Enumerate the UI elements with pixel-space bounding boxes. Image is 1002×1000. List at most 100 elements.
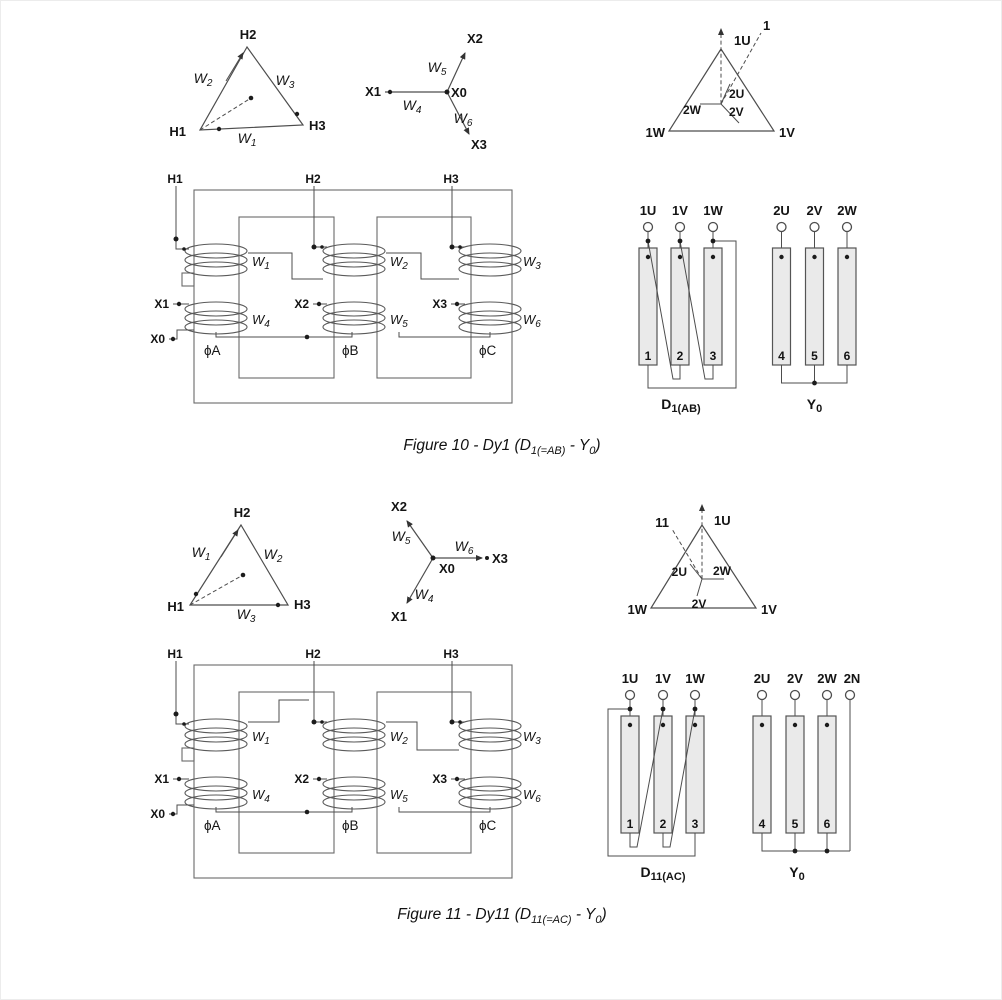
hv-delta-group [638, 221, 737, 389]
hv-delta-group [607, 689, 705, 857]
schematic-h1: H1 [167, 172, 183, 186]
clock-number: 1 [763, 18, 770, 33]
schematic-w3: W3 [523, 254, 541, 272]
schematic-w6: W6 [523, 787, 541, 805]
bar-number-3: 3 [692, 817, 699, 831]
fig11-winding-schematic: H1 H2 H3 X1 X2 X3 X0 W1 W2 W3 W4 W5 W6 ϕ… [150, 647, 541, 879]
bar-terminal-1w: 1W [703, 203, 723, 218]
bar-terminal-1v: 1V [672, 203, 688, 218]
vector-label-2v: 2V [729, 105, 744, 119]
schematic-w1: W1 [252, 729, 270, 747]
hv-group-label: D1(AB) [661, 396, 701, 415]
terminal-label-x2: X2 [467, 31, 483, 46]
winding-label-w3: W3 [276, 72, 295, 91]
bar-terminal-1u: 1U [640, 203, 657, 218]
winding-label-w2: W2 [264, 546, 283, 565]
fig11-delta-phasor: H2 H1 H3 W1 W2 W3 [167, 505, 311, 625]
vertex-label-h3: H3 [294, 597, 311, 612]
schematic-w5: W5 [390, 787, 408, 805]
bar-terminal-1w: 1W [685, 671, 705, 686]
vector-label-2u: 2U [729, 87, 744, 101]
bar-number-4: 4 [778, 349, 785, 363]
delta-triangle [188, 523, 290, 608]
terminal-label-x3: X3 [492, 551, 508, 566]
vector-label-2u: 2U [672, 565, 687, 579]
bar-number-5: 5 [811, 349, 818, 363]
bar-terminal-2u: 2U [754, 671, 771, 686]
phase-a-label: ϕA [204, 818, 221, 833]
schematic-x2: X2 [294, 297, 309, 311]
terminal-label-x0: X0 [451, 85, 467, 100]
schematic-x1: X1 [154, 297, 169, 311]
wye-branches [385, 52, 470, 135]
winding-label-w1: W1 [192, 544, 211, 563]
schematic-w1: W1 [252, 254, 270, 272]
delta-triangle [198, 45, 305, 132]
lv-group-label: Y0 [789, 864, 804, 883]
bar-number-6: 6 [844, 349, 851, 363]
schematic-x1: X1 [154, 772, 169, 786]
core-frame [181, 189, 513, 404]
winding-label-w6: W6 [455, 538, 474, 557]
bar-number-1: 1 [645, 349, 652, 363]
vector-label-1v: 1V [779, 125, 795, 140]
vector-label-2w: 2W [713, 564, 732, 578]
vertex-label-h3: H3 [309, 118, 326, 133]
connection-wires [169, 186, 491, 342]
bar-number-2: 2 [677, 349, 684, 363]
winding-label-w6: W6 [454, 110, 473, 129]
lv-group-label: Y0 [807, 396, 822, 415]
schematic-w5: W5 [390, 312, 408, 330]
winding-label-w5: W5 [392, 528, 411, 547]
bar-terminal-1u: 1U [622, 671, 639, 686]
vector-label-1u: 1U [734, 33, 751, 48]
terminal-label-x0: X0 [439, 561, 455, 576]
clock-number: 11 [655, 515, 669, 530]
schematic-w4: W4 [252, 787, 270, 805]
schematic-w2: W2 [390, 254, 408, 272]
secondary-coils [184, 301, 522, 335]
phase-b-label: ϕB [342, 818, 359, 833]
winding-label-w1: W1 [238, 130, 257, 149]
phase-c-label: ϕC [479, 818, 497, 833]
bar-terminal-2w: 2W [817, 671, 837, 686]
vector-label-1w: 1W [646, 125, 666, 140]
lv-star-group [752, 689, 856, 854]
bar-number-2: 2 [660, 817, 667, 831]
primary-coils [184, 718, 522, 752]
bar-terminal-2w: 2W [837, 203, 857, 218]
figure10-caption: Figure 10 - Dy1 (D1(=AB) - Y0) [403, 437, 601, 457]
vector-label-1u: 1U [714, 513, 731, 528]
fig10-vector-group: 1 1U 1W 1V 2U 2W 2V [646, 18, 796, 140]
bar-number-5: 5 [792, 817, 799, 831]
schematic-w2: W2 [390, 729, 408, 747]
schematic-x0: X0 [150, 332, 165, 346]
hv-group-label: D11(AC) [641, 864, 686, 883]
vector-triangle [667, 28, 776, 132]
schematic-x0: X0 [150, 807, 165, 821]
winding-label-w5: W5 [428, 59, 447, 78]
bar-terminal-2v: 2V [807, 203, 823, 218]
figure11-caption: Figure 11 - Dy11 (D11(=AC) - Y0) [397, 906, 607, 926]
schematic-h1: H1 [167, 647, 183, 661]
bar-number-4: 4 [759, 817, 766, 831]
terminal-label-x3: X3 [471, 137, 487, 152]
vertex-label-h2: H2 [240, 27, 257, 42]
terminal-label-x2: X2 [391, 499, 407, 514]
vector-label-2w: 2W [683, 103, 702, 117]
schematic-w3: W3 [523, 729, 541, 747]
vector-label-1v: 1V [761, 602, 777, 617]
fig10-coil-bars: 1U 1V 1W 1 2 3 D1(AB) 2U 2V 2W 4 5 6 Y0 [638, 203, 857, 415]
schematic-w4: W4 [252, 312, 270, 330]
fig11-coil-bars: 1U 1V 1W 1 2 3 D11(AC) 2U 2V 2W 2N 4 5 6… [607, 671, 860, 883]
vector-label-2v: 2V [692, 597, 707, 611]
vector-triangle [649, 504, 758, 609]
terminal-label-x1: X1 [365, 84, 381, 99]
bar-terminal-2u: 2U [773, 203, 790, 218]
phase-c-label: ϕC [479, 343, 497, 358]
schematic-x3: X3 [432, 297, 447, 311]
schematic-h2: H2 [305, 172, 321, 186]
connection-wires [169, 661, 491, 817]
schematic-h2: H2 [305, 647, 321, 661]
